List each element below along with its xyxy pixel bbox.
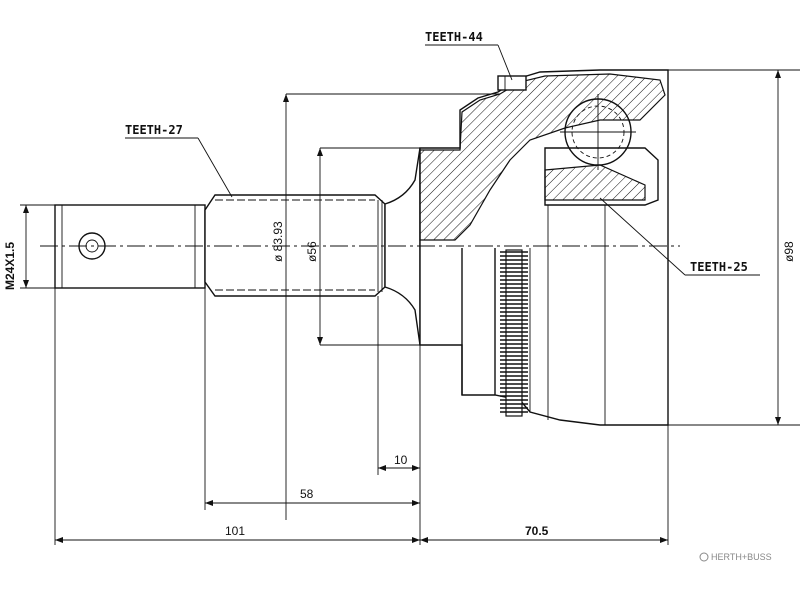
brand-watermark-text: HERTH+BUSS bbox=[711, 552, 772, 562]
dim-length-10: 10 bbox=[377, 296, 421, 545]
splined-shaft bbox=[204, 194, 386, 297]
dim-length-overall: 101 70.5 bbox=[54, 288, 669, 545]
threaded-shaft-end bbox=[54, 204, 206, 289]
callout-teeth-44: TEETH-44 bbox=[425, 30, 513, 81]
thread-label: M24X1.5 bbox=[3, 242, 17, 290]
dim-shoulder-diameter: ø 83.93 bbox=[271, 93, 500, 520]
dim-length-58: 58 bbox=[204, 282, 420, 510]
dim-thread: M24X1.5 bbox=[3, 204, 55, 290]
housing-diameter-label: ø98 bbox=[782, 241, 796, 262]
length-101-label: 101 bbox=[225, 524, 245, 538]
teeth-44-label: TEETH-44 bbox=[425, 30, 483, 44]
flange-neck bbox=[384, 147, 421, 346]
callout-teeth-25: TEETH-25 bbox=[599, 197, 760, 276]
length-58-label: 58 bbox=[300, 487, 314, 501]
abs-ring-body bbox=[505, 249, 523, 417]
teeth-27-label: TEETH-27 bbox=[125, 123, 183, 137]
callout-teeth-27: TEETH-27 bbox=[125, 123, 233, 198]
dim-seat-diameter: ø56 bbox=[305, 147, 420, 346]
dim-housing-diameter: ø98 bbox=[668, 69, 800, 426]
outer-housing bbox=[419, 69, 669, 426]
length-70-5-label: 70.5 bbox=[525, 524, 549, 538]
teeth-25-label: TEETH-25 bbox=[690, 260, 748, 274]
abs-tone-ring bbox=[500, 249, 528, 417]
brand-watermark: HERTH+BUSS bbox=[699, 552, 772, 562]
shoulder-diameter-label: ø 83.93 bbox=[271, 221, 285, 262]
length-10-label: 10 bbox=[394, 453, 408, 467]
seat-diameter-label: ø56 bbox=[305, 241, 319, 262]
